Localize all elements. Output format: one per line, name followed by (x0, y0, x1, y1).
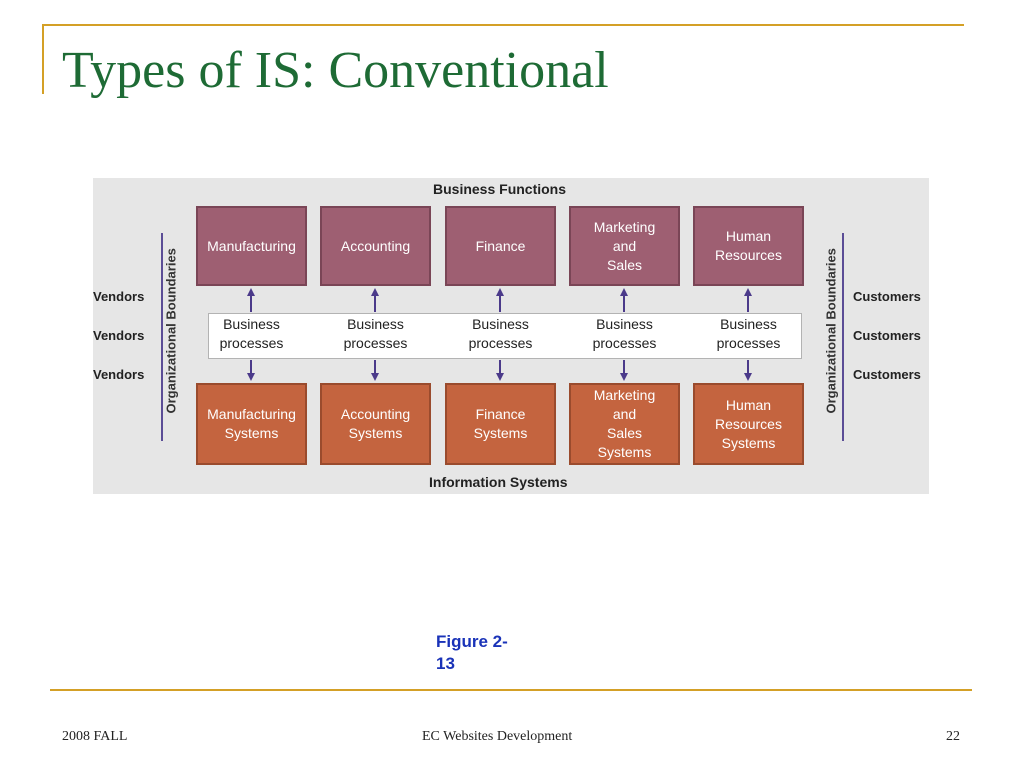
arrow-stem (499, 360, 501, 374)
business-processes-band (208, 313, 802, 359)
down-arrow-icon (744, 373, 752, 381)
business-process-label: Business processes (468, 316, 533, 351)
page-number: 22 (946, 729, 960, 744)
down-arrow-icon (371, 373, 379, 381)
arrow-stem (374, 360, 376, 374)
arrow-stem (623, 295, 625, 312)
information-systems-heading: Information Systems (429, 474, 568, 490)
right-boundary-label: Organizational Boundaries (823, 248, 839, 414)
up-arrow-icon (744, 288, 752, 296)
is-diagram: Business Functions Information Systems O… (93, 178, 929, 494)
arrow-stem (747, 295, 749, 312)
function-box-human-resources: Human Resources (693, 206, 804, 286)
business-process-label: Business processes (219, 316, 284, 351)
business-functions-heading: Business Functions (433, 181, 567, 197)
slide-title: Types of IS: Conventional (62, 42, 609, 99)
business-process-label: Business processes (343, 316, 408, 351)
function-box-accounting: Accounting (320, 206, 431, 286)
down-arrow-icon (496, 373, 504, 381)
up-arrow-icon (620, 288, 628, 296)
bottom-rule (50, 689, 972, 691)
left-rule (42, 24, 44, 94)
left-boundary-label: Organizational Boundaries (163, 248, 179, 414)
up-arrow-icon (496, 288, 504, 296)
customer-label: Customers (853, 367, 921, 382)
vendor-label: Vendors (93, 328, 145, 343)
system-box-finance: Finance Systems (445, 383, 556, 465)
customer-label: Customers (853, 289, 921, 304)
system-box-accounting: Accounting Systems (320, 383, 431, 465)
business-process-label: Business processes (716, 316, 781, 351)
vendor-label: Vendors (93, 289, 145, 304)
system-box-human-resources: Human Resources Systems (693, 383, 804, 465)
left-boundary-bar (161, 233, 163, 441)
function-box-manufacturing: Manufacturing (196, 206, 307, 286)
top-rule (42, 24, 964, 26)
arrow-stem (499, 295, 501, 312)
arrow-stem (374, 295, 376, 312)
vendor-label: Vendors (93, 367, 145, 382)
right-boundary-bar (842, 233, 844, 441)
footer-center-text: EC Websites Development (422, 729, 573, 744)
business-process-label: Business processes (592, 316, 657, 351)
footer-left-text: 2008 FALL (62, 729, 128, 744)
arrow-stem (623, 360, 625, 374)
figure-caption: Figure 2- 13 (436, 632, 508, 673)
down-arrow-icon (620, 373, 628, 381)
function-box-marketing-sales: Marketing and Sales (569, 206, 680, 286)
system-box-manufacturing: Manufacturing Systems (196, 383, 307, 465)
up-arrow-icon (247, 288, 255, 296)
arrow-stem (250, 360, 252, 374)
arrow-stem (250, 295, 252, 312)
function-box-finance: Finance (445, 206, 556, 286)
down-arrow-icon (247, 373, 255, 381)
arrow-stem (747, 360, 749, 374)
customer-label: Customers (853, 328, 921, 343)
system-box-marketing-sales: Marketing and Sales Systems (569, 383, 680, 465)
up-arrow-icon (371, 288, 379, 296)
